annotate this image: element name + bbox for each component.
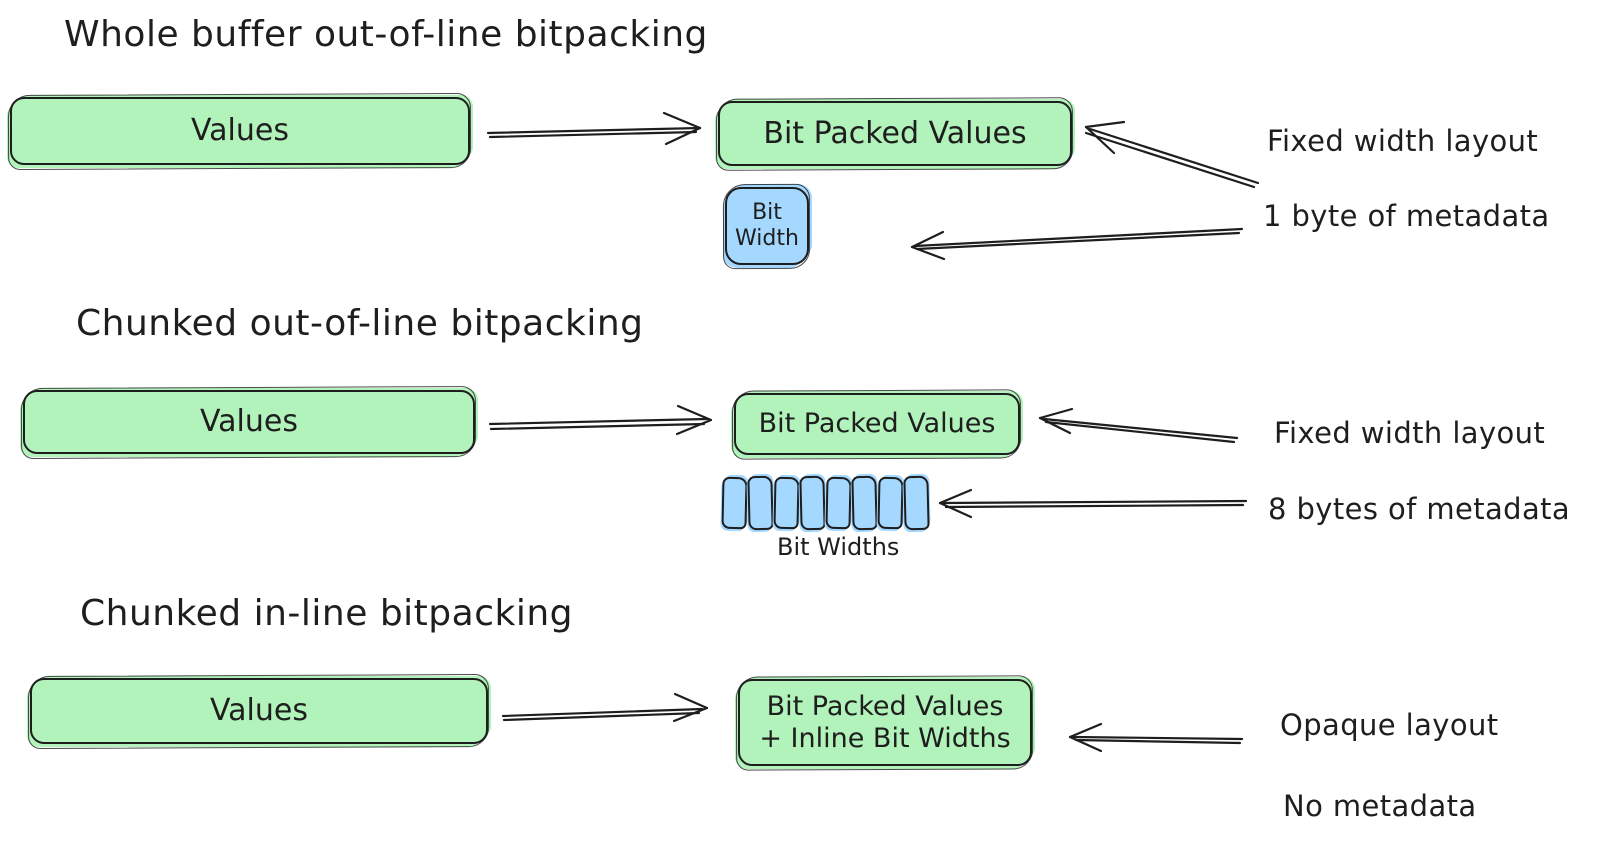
bit-packed-values-box-2: Bit Packed Values <box>734 393 1020 455</box>
bit-packed-values-box-1: Bit Packed Values <box>718 101 1072 166</box>
arrow-fixed-width-to-packed-1 <box>1084 120 1260 189</box>
values-box-3: Values <box>30 678 488 744</box>
annotation-1-byte-of-metadata: 1 byte of metadata <box>1263 199 1550 233</box>
annotation-opaque-layout: Opaque layout <box>1280 708 1499 742</box>
bit-width-cell <box>877 476 904 530</box>
bit-widths-cells <box>721 475 930 531</box>
annotation-fixed-width-layout-2: Fixed width layout <box>1274 416 1546 450</box>
annotation-fixed-width-layout-1: Fixed width layout <box>1267 124 1539 158</box>
section-title-chunked-in-line: Chunked in-line bitpacking <box>80 593 574 634</box>
section-title-chunked-out-of-line: Chunked out-of-line bitpacking <box>76 303 644 344</box>
values-box-2: Values <box>23 390 475 454</box>
bit-width-cell <box>747 475 774 531</box>
values-label-2: Values <box>199 404 298 440</box>
arrow-values-to-packed-1 <box>486 111 702 146</box>
arrow-fixed-width-to-packed-2 <box>1038 407 1239 444</box>
values-box-1: Values <box>10 97 470 165</box>
bit-width-label-line2: Width <box>735 226 799 251</box>
bit-width-cell <box>903 475 930 531</box>
annotation-8-bytes-of-metadata: 8 bytes of metadata <box>1268 492 1571 526</box>
bit-packed-inline-label-line1: Bit Packed Values <box>766 690 1004 722</box>
bit-width-cell <box>721 476 748 530</box>
bit-width-cell <box>799 475 826 531</box>
annotation-no-metadata: No metadata <box>1283 789 1477 823</box>
arrow-values-to-packed-3 <box>501 692 709 723</box>
arrow-values-to-packed-2 <box>488 404 713 436</box>
arrow-metadata-to-bit-widths-2 <box>938 488 1248 519</box>
bit-packed-values-label-2: Bit Packed Values <box>758 408 996 440</box>
bit-width-cell <box>825 476 852 530</box>
values-label-3: Values <box>209 693 308 729</box>
section-title-whole-buffer: Whole buffer out-of-line bitpacking <box>64 14 708 55</box>
bit-width-cell <box>851 475 878 531</box>
bit-packed-values-label-1: Bit Packed Values <box>763 115 1027 151</box>
bit-widths-label: Bit Widths <box>777 533 900 561</box>
bit-width-label-line1: Bit <box>752 200 782 226</box>
arrow-metadata-to-bit-width-1 <box>910 227 1244 261</box>
bit-width-box: Bit Width <box>725 187 809 265</box>
values-label-1: Values <box>190 113 289 149</box>
bit-packed-inline-label-line2: + Inline Bit Widths <box>759 722 1011 754</box>
bit-packed-inline-box: Bit Packed Values + Inline Bit Widths <box>738 679 1032 766</box>
arrow-opaque-to-packed-3 <box>1068 722 1244 753</box>
bit-width-cell <box>773 476 800 530</box>
